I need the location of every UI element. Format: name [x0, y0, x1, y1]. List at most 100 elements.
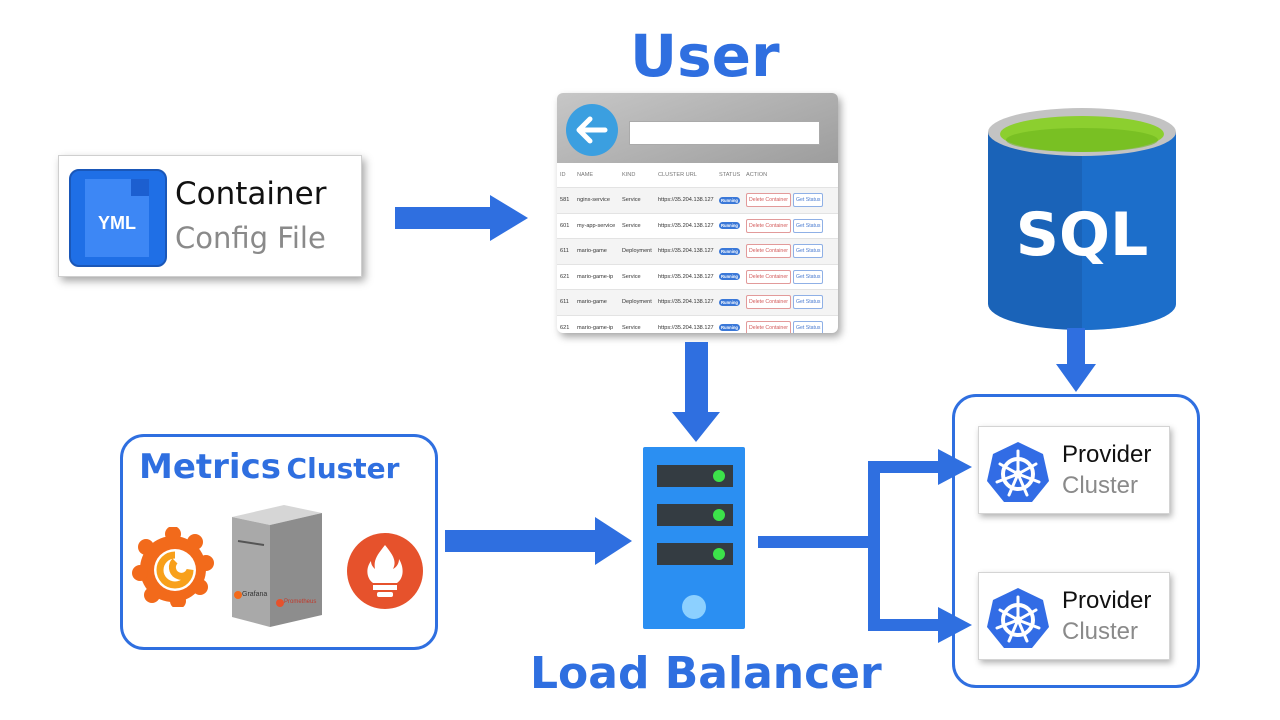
cell-id: 601 [557, 212, 574, 239]
metrics-title-word2: Cluster [286, 452, 400, 485]
cell-name: my-app-service [574, 212, 619, 239]
back-button[interactable] [566, 104, 618, 156]
cell-status: Running [716, 289, 743, 315]
status-badge: Running [719, 196, 740, 204]
server-slot [657, 543, 733, 565]
status-badge: Running [719, 222, 740, 230]
cell-url: https://35.204.138.127 [655, 314, 716, 333]
metrics-server: Grafana Prometheus [224, 505, 328, 627]
cell-status: Running [716, 238, 743, 264]
delete-container-button[interactable]: Delete Container [746, 269, 791, 284]
get-status-button[interactable]: Get Status [792, 218, 824, 233]
provider-label-line1: Provider [1062, 587, 1152, 614]
kubernetes-icon [987, 588, 1049, 648]
cell-id: 581 [557, 187, 574, 213]
cell-id: 621 [557, 314, 574, 333]
cell-kind: Deployment [619, 238, 655, 264]
get-status-button[interactable]: Get Status [792, 295, 824, 310]
provider-cluster-card: Provider Cluster [978, 572, 1170, 660]
yml-file-icon: YML [69, 169, 167, 267]
arrow-loadbalancer-to-providers [758, 449, 972, 643]
delete-container-button[interactable]: Delete Container [746, 295, 791, 310]
prometheus-logo-icon [347, 533, 423, 609]
delete-container-button[interactable]: Delete Container [746, 320, 791, 333]
cell-url: https://35.204.138.127 [655, 263, 716, 290]
cell-id: 621 [557, 263, 574, 290]
power-indicator [682, 595, 706, 619]
cell-url: https://35.204.138.127 [655, 187, 716, 213]
load-balancer-title: Load Balancer [530, 648, 882, 699]
cell-name: nginx-service [574, 187, 619, 213]
config-file-card: YML Container Config File [58, 155, 362, 277]
arrow-sql-to-provider [1056, 328, 1096, 392]
cell-kind: Service [619, 263, 655, 290]
delete-container-button[interactable]: Delete Container [746, 193, 791, 208]
col-header-status: STATUS [719, 172, 741, 178]
containers-table: ID NAME KIND CLUSTER URL STATUS ACTION 5… [557, 163, 838, 333]
metrics-cluster-title: Metrics Cluster [139, 447, 399, 487]
status-badge: Running [719, 298, 740, 306]
sql-label: SQL [1015, 200, 1149, 270]
provider-cluster-card: Provider Cluster [978, 426, 1170, 514]
cell-kind: Service [619, 212, 655, 239]
status-badge: Running [719, 247, 740, 255]
delete-container-button[interactable]: Delete Container [746, 218, 791, 233]
cell-url: https://35.204.138.127 [655, 212, 716, 239]
arrow-metrics-to-loadbalancer [445, 517, 632, 565]
cell-status: Running [716, 212, 743, 239]
address-bar[interactable] [629, 121, 820, 145]
get-status-button[interactable]: Get Status [792, 320, 824, 333]
status-led [713, 548, 725, 560]
cell-id: 611 [557, 289, 574, 315]
cell-status: Running [716, 314, 743, 333]
arrow-config-to-user [395, 195, 528, 241]
status-badge: Running [719, 273, 740, 281]
prometheus-small-label: Prometheus [284, 599, 317, 605]
provider-label-line1: Provider [1062, 441, 1152, 468]
user-window: ID NAME KIND CLUSTER URL STATUS ACTION 5… [557, 93, 838, 333]
cell-name: mario-game [574, 238, 619, 264]
arrow-user-to-loadbalancer [672, 342, 720, 442]
col-header-kind: KIND [622, 172, 636, 178]
load-balancer-server [643, 447, 745, 629]
delete-container-button[interactable]: Delete Container [746, 244, 791, 259]
server-tower-icon [232, 505, 322, 627]
database-icon [988, 108, 1176, 330]
cell-status: Running [716, 263, 743, 290]
cell-kind: Deployment [619, 289, 655, 315]
cell-url: https://35.204.138.127 [655, 289, 716, 315]
get-status-button[interactable]: Get Status [792, 193, 824, 208]
grafana-logo-icon [132, 527, 214, 607]
provider-label-line2: Cluster [1062, 618, 1139, 645]
server-slot [657, 504, 733, 526]
grafana-small-label: Grafana [242, 591, 268, 598]
server-slot [657, 465, 733, 487]
config-title-line2: Config File [175, 221, 326, 255]
col-header-id: ID [560, 172, 566, 178]
cell-name: mario-game-ip [574, 314, 619, 333]
status-badge: Running [719, 324, 740, 332]
get-status-button[interactable]: Get Status [792, 244, 824, 259]
yml-icon-label: YML [98, 213, 136, 233]
arrow-left-icon [576, 116, 608, 144]
cell-id: 611 [557, 238, 574, 264]
cell-status: Running [716, 187, 743, 213]
metrics-title-word1: Metrics [139, 447, 281, 487]
window-header [557, 93, 838, 163]
cell-kind: Service [619, 187, 655, 213]
get-status-button[interactable]: Get Status [792, 269, 824, 284]
status-led [713, 509, 725, 521]
col-header-cluster-url: CLUSTER URL [658, 172, 697, 178]
col-header-action: ACTION [746, 172, 768, 178]
cell-name: mario-game-ip [574, 263, 619, 290]
provider-label-line2: Cluster [1062, 472, 1139, 499]
